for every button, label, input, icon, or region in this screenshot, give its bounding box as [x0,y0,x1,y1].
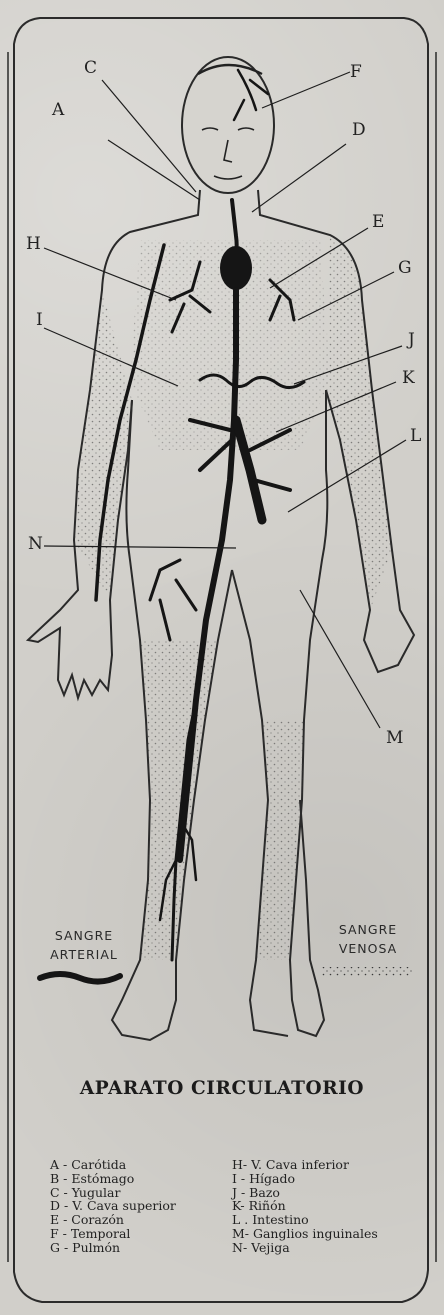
diagram-label-f: F [350,62,362,82]
arterial-key-line [40,974,120,982]
legend-item-i: I - Hígado [232,1172,378,1186]
legend-item-c: C - Yugular [50,1186,176,1200]
diagram-label-j: J [408,330,415,350]
arterial-key-line1: SANGRE [34,926,134,945]
legend-item-g: G - Pulmón [50,1241,176,1255]
venous-key-line2: VENOSA [320,939,416,958]
diagram-label-c: C [84,58,97,78]
arterial-key-line2: ARTERIAL [34,945,134,964]
diagram-label-l: L [410,426,421,446]
legend-item-m: M- Ganglios inguinales [232,1227,378,1241]
legend-item-j: J - Bazo [232,1186,378,1200]
diagram-label-d: D [352,120,366,140]
diagram-label-h: H [26,234,41,254]
legend-item-b: B - Estómago [50,1172,176,1186]
legend-item-d: D - V. Cava superior [50,1199,176,1213]
legend-item-n: N- Vejiga [232,1241,378,1255]
legend-item-a: A - Carótida [50,1158,176,1172]
venous-key-line [322,967,412,976]
legend-item-h: H- V. Cava inferior [232,1158,378,1172]
diagram-label-m: M [386,728,403,748]
arterial-key-label: SANGRE ARTERIAL [34,926,134,964]
diagram-label-a: A [52,100,64,120]
legend-item-f: F - Temporal [50,1227,176,1241]
diagram-label-g: G [398,258,412,278]
venous-key-label: SANGRE VENOSA [320,920,416,958]
legend-item-l: L . Intestino [232,1213,378,1227]
legend-item-k: K- Riñón [232,1199,378,1213]
diagram-label-e: E [372,212,384,232]
legend-left: A - Carótida B - Estómago C - Yugular D … [50,1158,176,1255]
venous-key-line1: SANGRE [320,920,416,939]
legend-right: H- V. Cava inferior I - Hígado J - Bazo … [232,1158,378,1255]
frame-border [14,18,428,1302]
legend-item-e: E - Corazón [50,1213,176,1227]
diagram-title: APARATO CIRCULATORIO [0,1078,444,1099]
diagram-label-n: N [28,534,43,554]
diagram-label-k: K [402,368,415,388]
diagram-label-i: I [36,310,43,330]
